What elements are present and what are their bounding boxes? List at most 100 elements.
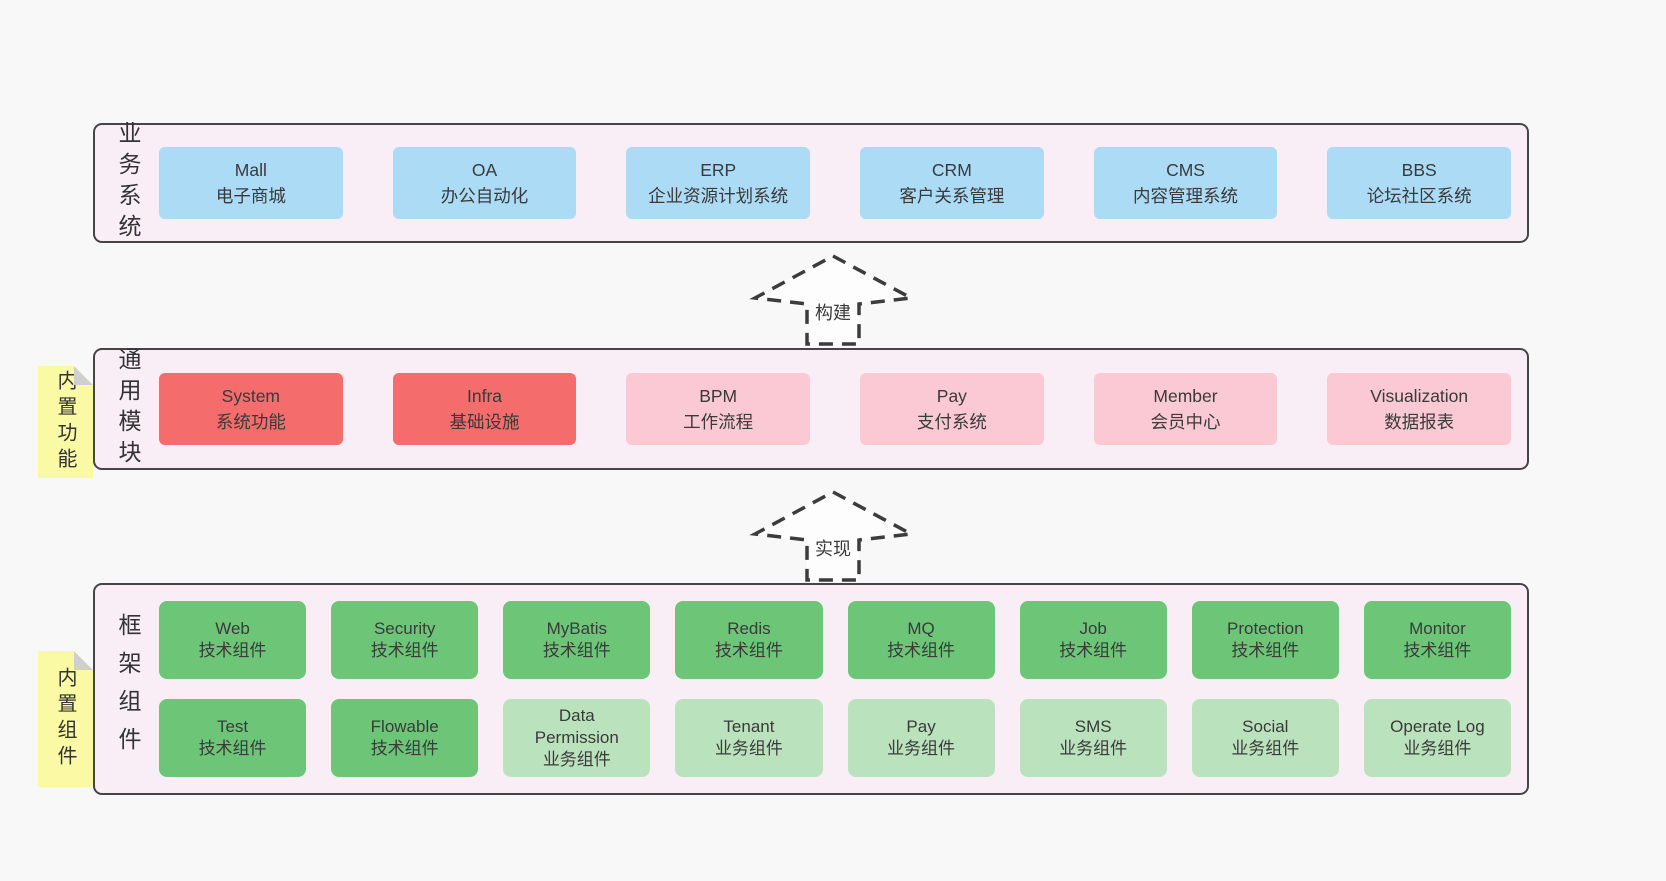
box-crm: CRM 客户关系管理 <box>860 147 1044 219</box>
box-visualization: Visualization 数据报表 <box>1327 373 1512 445</box>
box-member: Member 会员中心 <box>1093 373 1278 445</box>
box-title: Pay <box>906 716 936 736</box>
box-subtitle: 客户关系管理 <box>899 186 1005 206</box>
sticky-note-builtin-components: 内置组件 <box>38 651 93 787</box>
box-subtitle: 内容管理系统 <box>1133 186 1239 206</box>
box-title: Visualization <box>1370 385 1469 406</box>
box-title: Infra <box>466 385 503 406</box>
box-title: System <box>221 385 281 406</box>
modules-box-row: System 系统功能 Infra 基础设施 BPM 工作流程 Pay 支付系统… <box>159 373 1512 445</box>
box-title: OA <box>471 159 498 180</box>
box-pay: Pay 支付系统 <box>860 373 1044 445</box>
box-mq: MQ 技术组件 <box>847 601 995 679</box>
box-oa: OA 办公自动化 <box>392 147 577 219</box>
box-title: Mall <box>234 159 267 180</box>
business-systems-panel: 业务系统 Mall 电子商城 OA 办公自动化 ERP 企业资源计划系统 CRM… <box>93 121 1529 245</box>
box-subtitle: 会员中心 <box>1150 412 1221 432</box>
box-subtitle: 业务组件 <box>887 739 956 758</box>
box-subtitle: 电子商城 <box>215 186 286 206</box>
box-security: Security 技术组件 <box>331 601 479 679</box>
box-bpm: BPM 工作流程 <box>626 373 811 445</box>
box-system: System 系统功能 <box>159 373 343 445</box>
sticky-label: 内置组件 <box>54 667 76 771</box>
box-title: Operate Log <box>1390 716 1485 736</box>
box-title: MQ <box>907 618 935 638</box>
box-subtitle: 技术组件 <box>1231 641 1300 660</box>
box-operate-log: Operate Log 业务组件 <box>1363 699 1511 777</box>
box-monitor: Monitor 技术组件 <box>1363 601 1511 679</box>
box-social: Social 业务组件 <box>1191 699 1339 777</box>
box-title: CMS <box>1166 159 1205 180</box>
folded-corner-icon <box>74 366 93 385</box>
framework-components-panel: 框架组件 Web 技术组件 Security 技术组件 MyBatis 技术组件… <box>93 583 1529 795</box>
box-title: Social <box>1242 716 1289 736</box>
build-arrow: 构建 <box>748 252 918 348</box>
box-erp: ERP 企业资源计划系统 <box>626 147 811 219</box>
box-title: Web <box>215 618 250 638</box>
panel-label-modules: 通用模块 <box>115 347 141 471</box>
box-infra: Infra 基础设施 <box>392 373 577 445</box>
box-title: BPM <box>699 385 738 406</box>
box-title: Tenant <box>723 716 775 736</box>
box-title: Data Permission <box>534 705 619 747</box>
business-box-row: Mall 电子商城 OA 办公自动化 ERP 企业资源计划系统 CRM 客户关系… <box>159 147 1512 219</box>
components-box-row-2: Test 技术组件 Flowable 技术组件 Data Permission … <box>159 699 1511 777</box>
implement-arrow: 实现 <box>748 488 918 584</box>
box-subtitle: 业务组件 <box>1403 739 1472 758</box>
box-subtitle: 业务组件 <box>1231 739 1300 758</box>
box-subtitle: 技术组件 <box>1403 641 1472 660</box>
panel-label-components: 框架组件 <box>115 613 141 765</box>
box-title: Monitor <box>1409 618 1466 638</box>
build-arrow-label: 构建 <box>812 299 854 325</box>
box-title: ERP <box>700 159 737 180</box>
box-subtitle: 技术组件 <box>198 641 267 660</box>
box-subtitle: 业务组件 <box>714 739 783 758</box>
components-box-row-1: Web 技术组件 Security 技术组件 MyBatis 技术组件 Redi… <box>159 601 1511 679</box>
box-tenant: Tenant 业务组件 <box>675 699 823 777</box>
box-title: BBS <box>1401 159 1437 180</box>
box-subtitle: 技术组件 <box>1059 641 1128 660</box>
box-test: Test 技术组件 <box>159 699 307 777</box>
box-subtitle: 数据报表 <box>1384 412 1455 432</box>
box-title: Pay <box>936 385 967 406</box>
box-protection: Protection 技术组件 <box>1191 601 1339 679</box>
box-data-permission: Data Permission 业务组件 <box>503 699 651 777</box>
box-job: Job 技术组件 <box>1019 601 1167 679</box>
box-title: Security <box>373 618 436 638</box>
box-subtitle: 论坛社区系统 <box>1366 186 1472 206</box>
box-subtitle: 技术组件 <box>370 739 439 758</box>
box-title: Job <box>1079 618 1107 638</box>
box-sms: SMS 业务组件 <box>1019 699 1167 777</box>
box-title: Member <box>1153 385 1218 406</box>
box-title: Protection <box>1227 618 1304 638</box>
box-subtitle: 支付系统 <box>916 412 987 432</box>
box-title: MyBatis <box>546 618 608 638</box>
box-redis: Redis 技术组件 <box>675 601 823 679</box>
box-pay-component: Pay 业务组件 <box>847 699 995 777</box>
box-subtitle: 业务组件 <box>1059 739 1128 758</box>
box-title: CRM <box>931 159 972 180</box>
box-mall: Mall 电子商城 <box>159 147 343 219</box>
box-subtitle: 技术组件 <box>542 641 611 660</box>
box-subtitle: 业务组件 <box>542 750 611 770</box>
box-title: Test <box>216 716 249 736</box>
box-title: SMS <box>1074 716 1112 736</box>
box-subtitle: 企业资源计划系统 <box>648 186 789 206</box>
folded-corner-icon <box>74 651 93 670</box>
box-bbs: BBS 论坛社区系统 <box>1327 147 1512 219</box>
box-subtitle: 技术组件 <box>887 641 956 660</box>
sticky-note-builtin-features: 内置功能 <box>38 366 93 478</box>
box-mybatis: MyBatis 技术组件 <box>503 601 651 679</box>
implement-arrow-label: 实现 <box>812 535 854 561</box>
box-subtitle: 技术组件 <box>370 641 439 660</box>
common-modules-panel: 通用模块 System 系统功能 Infra 基础设施 BPM 工作流程 Pay… <box>93 347 1529 471</box>
box-subtitle: 办公自动化 <box>440 186 529 206</box>
box-subtitle: 工作流程 <box>683 412 754 432</box>
box-subtitle: 技术组件 <box>714 641 783 660</box>
box-title: Flowable <box>370 716 439 736</box>
sticky-label: 内置功能 <box>54 370 76 474</box>
box-subtitle: 系统功能 <box>215 412 286 432</box>
panel-label-business: 业务系统 <box>115 121 141 245</box>
box-web: Web 技术组件 <box>159 601 307 679</box>
